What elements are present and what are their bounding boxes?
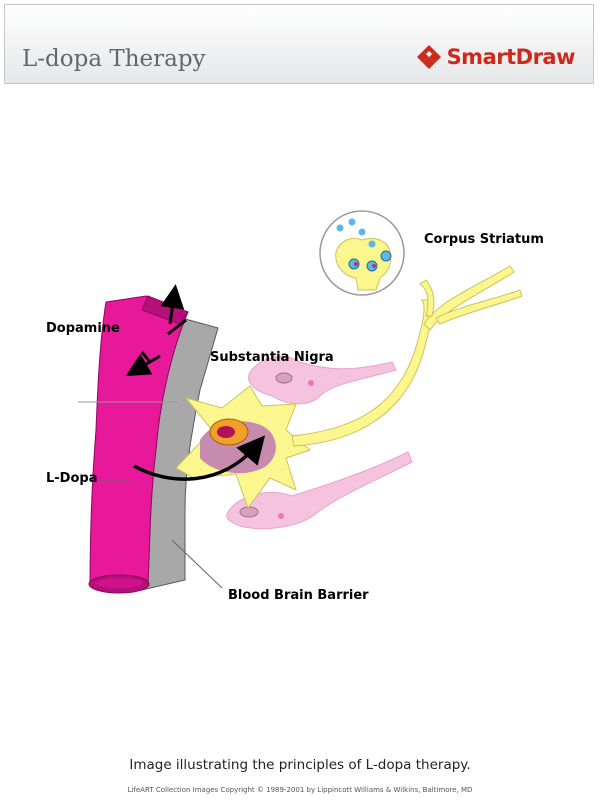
faded-neuron-upper xyxy=(248,356,397,405)
label-l-dopa: L-Dopa xyxy=(46,471,98,486)
faded-neuron-lower xyxy=(226,451,413,530)
dopamine-arrows xyxy=(125,284,187,377)
l-dopa-diagram xyxy=(78,210,523,594)
label-dopamine: Dopamine xyxy=(46,321,120,336)
corpus-striatum-synapse xyxy=(319,210,405,296)
figure-caption: Image illustrating the principles of L-d… xyxy=(129,757,471,773)
label-corpus-striatum: Corpus Striatum xyxy=(424,232,544,247)
blood-vessel xyxy=(78,295,189,594)
label-blood-brain-barrier: Blood Brain Barrier xyxy=(228,588,369,603)
smartdraw-diamond-icon xyxy=(416,45,441,69)
brand-name: SmartDraw xyxy=(446,45,576,69)
substantia-nigra-neuron xyxy=(175,265,523,510)
l-dopa-arrow xyxy=(133,435,266,481)
label-substantia-nigra: Substantia Nigra xyxy=(210,350,334,365)
blood-brain-barrier-leader xyxy=(171,539,223,589)
page-title: L-dopa Therapy xyxy=(22,46,206,72)
copyright-notice: LifeART Collection Images Copyright © 19… xyxy=(127,786,473,794)
brand-logo: SmartDraw xyxy=(416,45,576,69)
header-bar: L-dopa Therapy SmartDraw xyxy=(4,4,594,84)
